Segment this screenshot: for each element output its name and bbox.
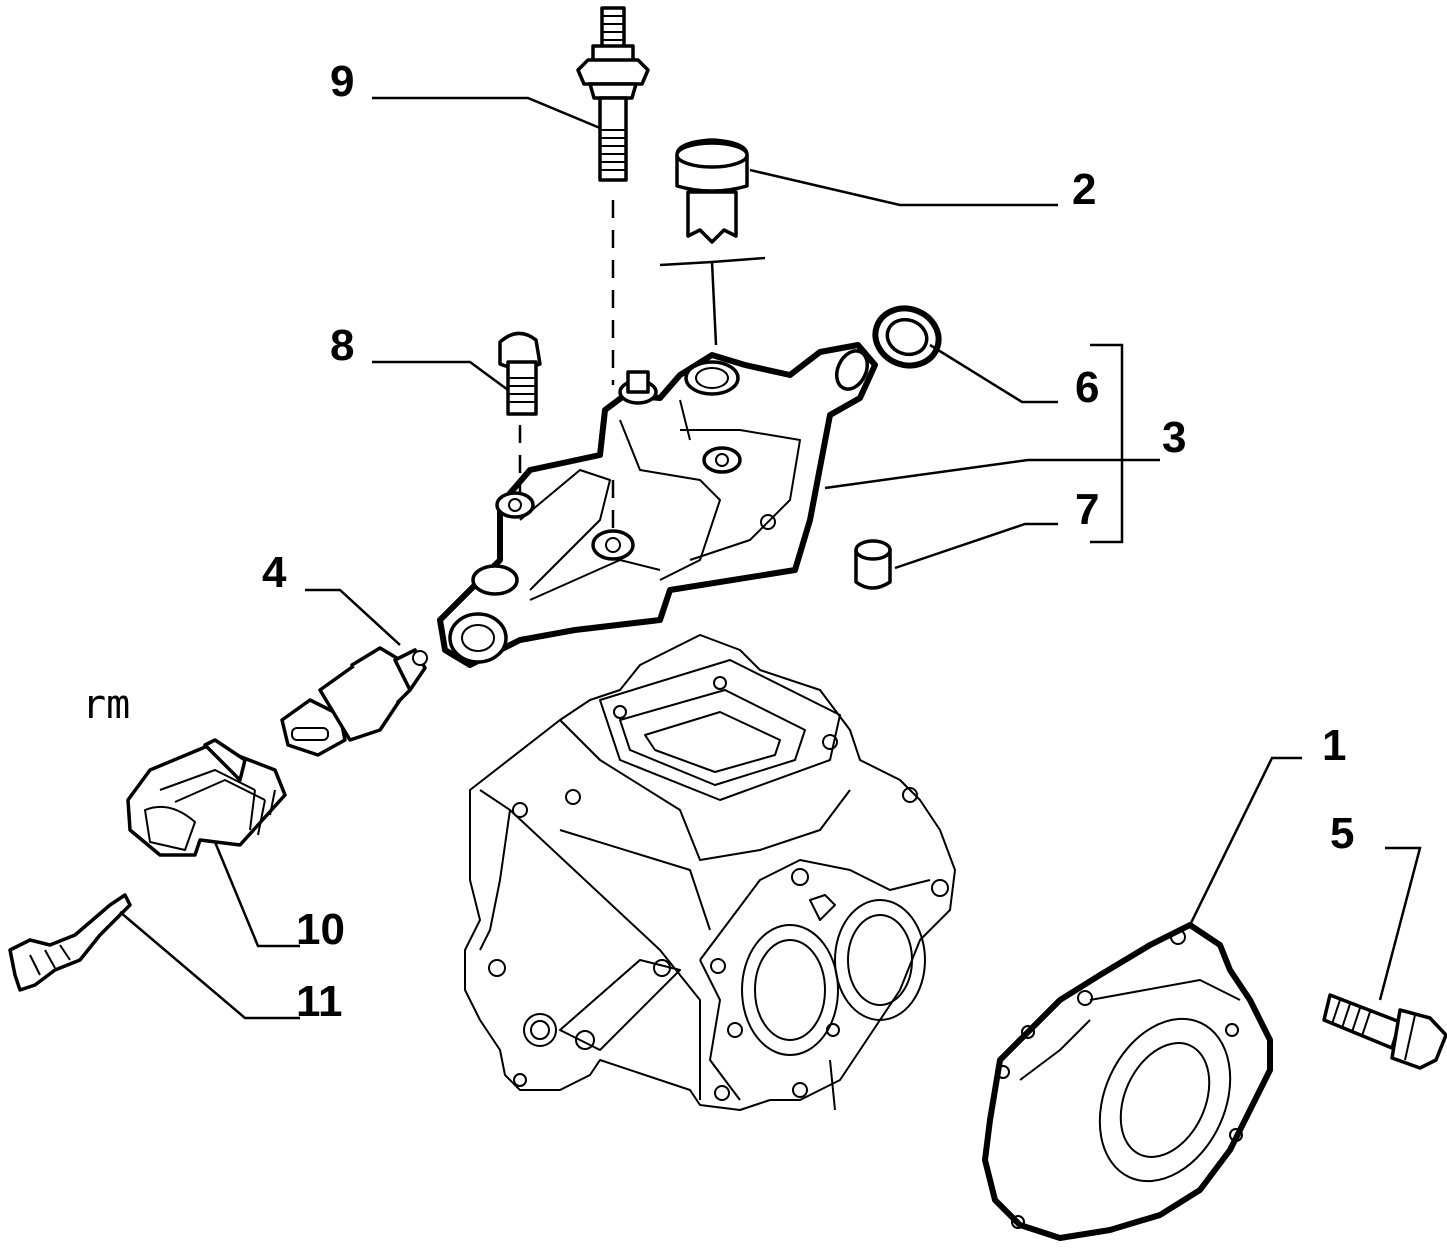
callout-1: 1 <box>1322 721 1346 770</box>
alignment-lines <box>518 200 615 530</box>
part-5-bolt <box>1322 993 1447 1070</box>
callout-3: 3 <box>1162 413 1186 462</box>
callout-5: 5 <box>1330 809 1354 858</box>
leader-2 <box>749 168 1058 207</box>
leader-4 <box>305 588 401 646</box>
callout-4: 4 <box>262 548 287 597</box>
leader-1 <box>1188 756 1302 926</box>
part-1-cover <box>982 922 1273 1241</box>
callout-11: 11 <box>296 977 343 1026</box>
part-11-terminal <box>8 893 132 992</box>
part-4-sensor <box>280 646 428 757</box>
leader-lines <box>119 96 1422 1020</box>
callout-labels: 9 2 8 6 3 7 4 1 5 10 11 rm <box>82 57 1354 1026</box>
leader-8 <box>372 360 509 392</box>
callout-8: 8 <box>330 321 354 370</box>
leader-3 <box>824 458 1160 490</box>
corner-note: rm <box>82 682 130 728</box>
gearbox-housing <box>464 634 956 1111</box>
leader-10 <box>213 841 300 948</box>
part-9-stud <box>576 6 650 182</box>
leader-9 <box>372 96 601 130</box>
part-6-seal <box>872 305 942 369</box>
part-2-cap <box>659 138 766 346</box>
callout-2: 2 <box>1072 165 1096 214</box>
part-8-bolt <box>498 331 542 416</box>
part-10-connector <box>126 738 287 857</box>
leader-11 <box>119 911 300 1020</box>
part-3-housing <box>437 342 878 668</box>
callout-10: 10 <box>296 905 345 954</box>
leader-7 <box>894 522 1058 570</box>
leader-5 <box>1378 846 1422 1001</box>
callout-6: 6 <box>1075 363 1099 412</box>
part-7-bushing <box>854 539 892 590</box>
callout-7: 7 <box>1075 485 1099 534</box>
leader-6 <box>929 343 1058 404</box>
bracket-6-7 <box>1090 343 1124 544</box>
callout-9: 9 <box>330 57 354 106</box>
